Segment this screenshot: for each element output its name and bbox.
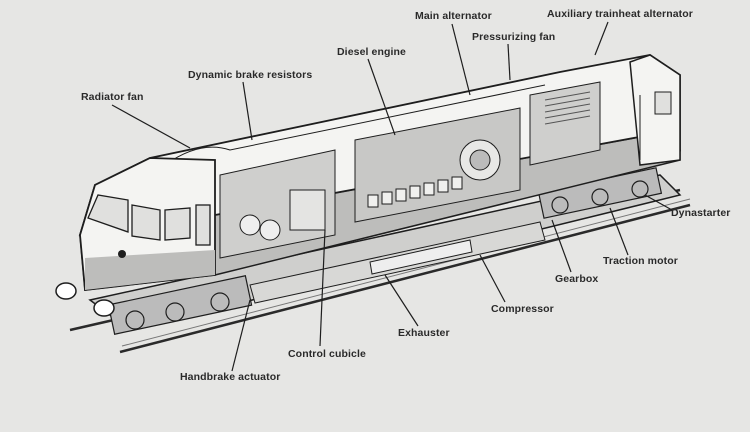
label-exhauster: Exhauster xyxy=(398,327,450,339)
leader-compressor xyxy=(479,254,506,303)
leader-control-cubicle xyxy=(319,229,326,347)
marker-lamp xyxy=(118,250,126,258)
front-cab xyxy=(55,157,216,317)
leader-dynastarter xyxy=(644,194,673,211)
leader-traction-motor xyxy=(609,207,629,256)
label-radiator-fan: Radiator fan xyxy=(81,91,144,103)
leader-exhauster xyxy=(384,274,419,327)
label-compressor: Compressor xyxy=(491,303,554,315)
label-diesel-engine: Diesel engine xyxy=(337,46,406,58)
leader-handbrake-actuator xyxy=(231,299,251,372)
rear-cab xyxy=(629,54,681,166)
label-auxiliary-trainheat-alternator: Auxiliary trainheat alternator xyxy=(547,8,693,20)
fuel-tank-equipment xyxy=(249,221,546,304)
leader-auxiliary-trainheat-alternator xyxy=(594,21,609,56)
leader-dynamic-brake-resistors xyxy=(242,81,253,141)
leader-main-alternator xyxy=(451,23,471,96)
leader-gearbox xyxy=(551,219,572,273)
label-handbrake-actuator: Handbrake actuator xyxy=(180,371,281,383)
label-dynastarter: Dynastarter xyxy=(671,207,731,219)
radiator-grille xyxy=(544,91,591,125)
label-control-cubicle: Control cubicle xyxy=(288,348,366,360)
label-dynamic-brake-resistors: Dynamic brake resistors xyxy=(188,69,313,81)
front-bogie xyxy=(107,275,253,335)
leader-lines xyxy=(111,21,673,372)
leader-radiator-fan xyxy=(111,104,191,149)
engine-cylinders xyxy=(367,176,463,208)
label-pressurizing-fan: Pressurizing fan xyxy=(472,31,556,43)
cutaway-interior xyxy=(219,81,601,259)
underframe xyxy=(88,167,682,335)
label-gearbox: Gearbox xyxy=(555,273,599,285)
label-traction-motor: Traction motor xyxy=(603,255,678,267)
leader-diesel-engine xyxy=(367,58,396,136)
leader-pressurizing-fan xyxy=(507,43,511,81)
label-main-alternator: Main alternator xyxy=(415,10,492,22)
cab-windows xyxy=(87,194,211,246)
headlamps xyxy=(55,282,115,317)
